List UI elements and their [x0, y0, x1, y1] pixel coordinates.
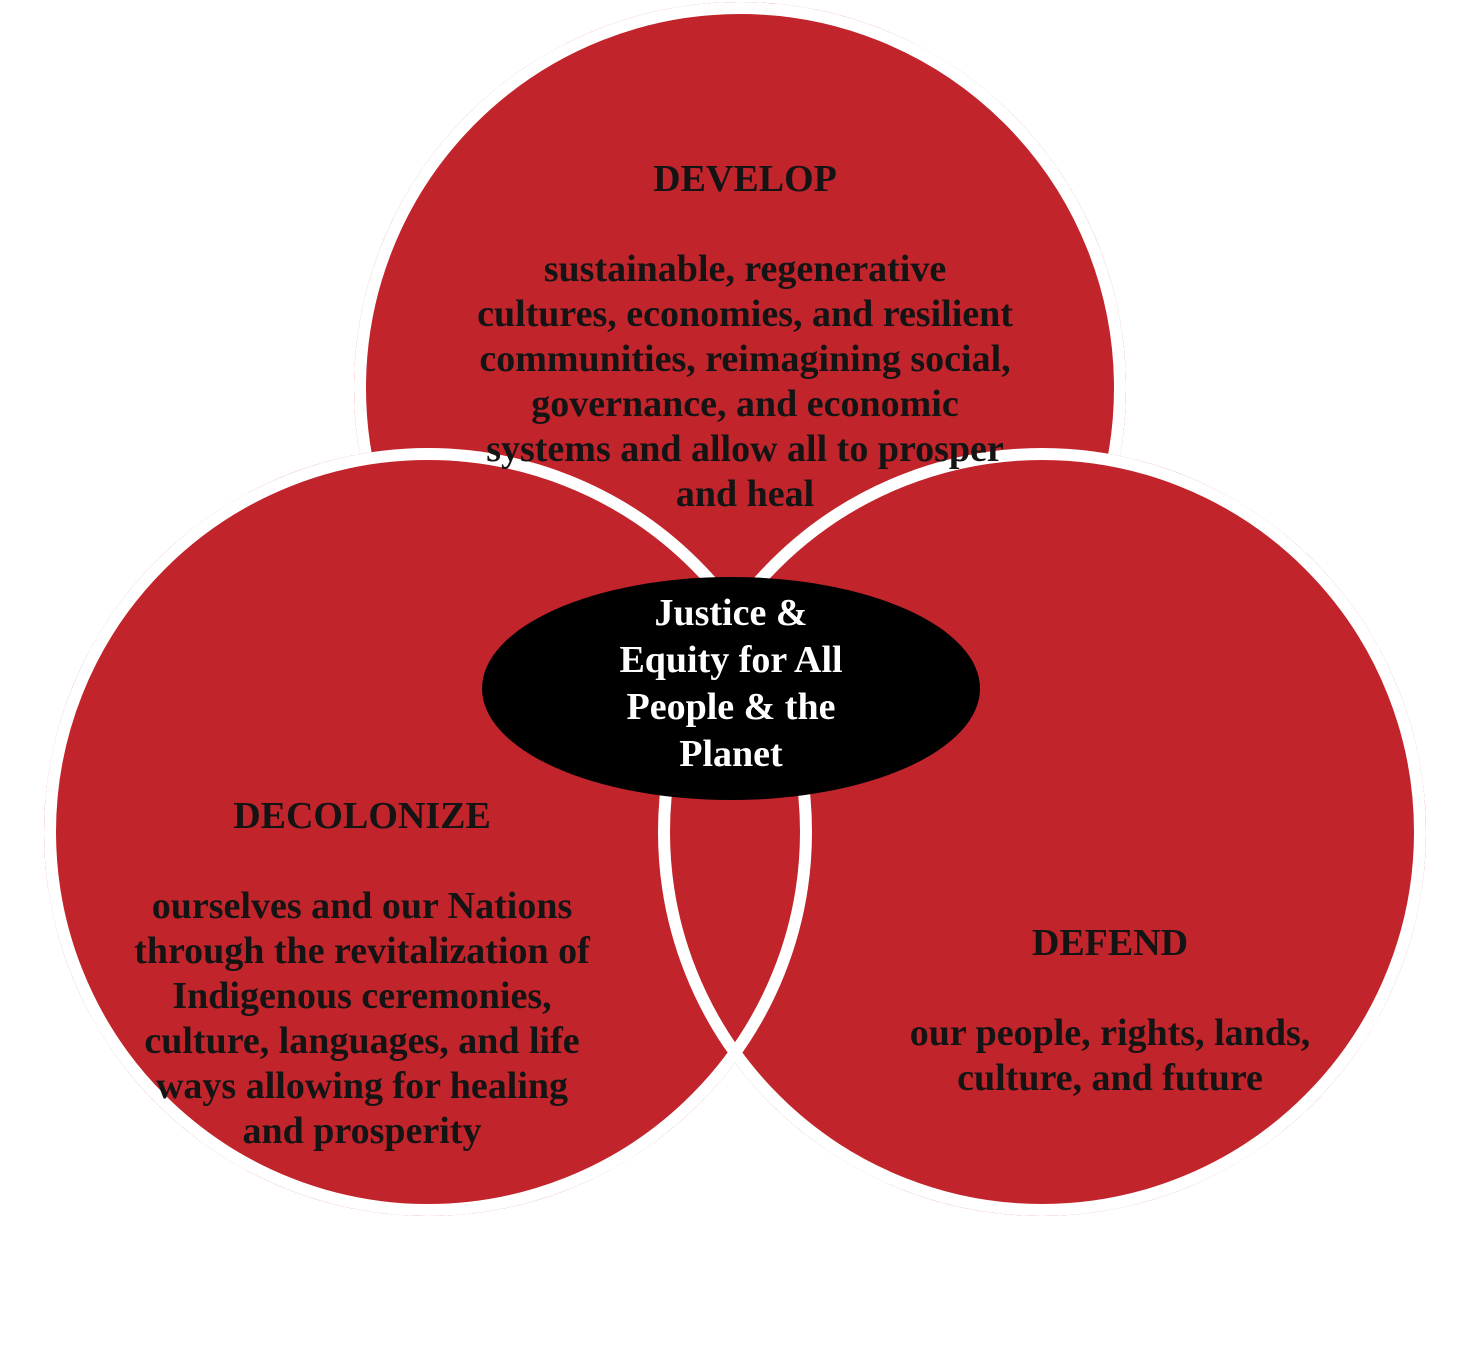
defend-title: DEFEND: [1031, 922, 1189, 964]
defend-text-block: DEFEND our people, rights, lands, cultur…: [860, 876, 1360, 1146]
decolonize-body: ourselves and our Nations through the re…: [134, 885, 590, 1152]
decolonize-text-block: DECOLONIZE ourselves and our Nations thr…: [102, 749, 622, 1199]
develop-title: DEVELOP: [653, 158, 837, 200]
center-ellipse: [482, 577, 980, 800]
decolonize-title: DECOLONIZE: [233, 795, 491, 837]
center-ellipse-text: Justice & Equity for All People & the Pl…: [619, 592, 843, 775]
defend-body: our people, rights, lands, culture, and …: [909, 1012, 1311, 1099]
develop-body: sustainable, regenerative cultures, econ…: [477, 248, 1013, 515]
develop-text-block: DEVELOP sustainable, regenerative cultur…: [415, 112, 1075, 562]
